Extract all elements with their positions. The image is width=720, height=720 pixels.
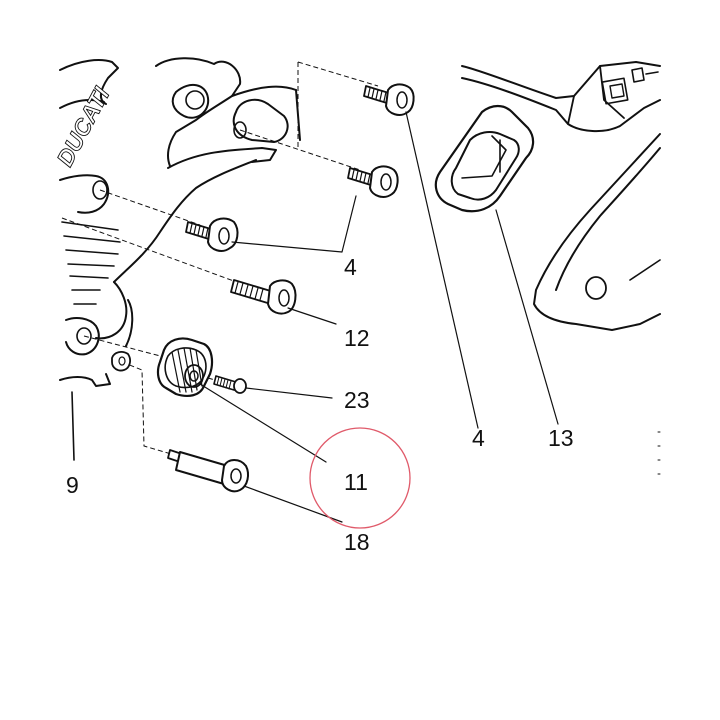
assembly-dash-lines <box>61 61 379 457</box>
callout-13: 13 <box>548 425 574 451</box>
callout-11: 11 <box>344 469 368 495</box>
part-4-bolt-top <box>363 83 415 116</box>
part-4-bolt-left <box>185 217 239 252</box>
part-11-bushing <box>156 337 214 397</box>
callout-12: 12 <box>344 325 370 351</box>
frame-bracket <box>461 61 661 331</box>
brand-watermark: DUCATI <box>51 82 114 170</box>
callout-18: 18 <box>344 529 370 555</box>
callout-4-left: 4 <box>344 254 357 280</box>
part-4-bolt-mid <box>347 165 399 198</box>
callout-23: 23 <box>344 387 370 413</box>
part-13-grommet <box>434 104 535 213</box>
edge-ticks <box>657 431 661 475</box>
callout-4-right: 4 <box>472 425 485 451</box>
part-23-screw <box>213 375 247 394</box>
part-12-bolt <box>230 279 297 315</box>
highlight-circle <box>309 427 411 529</box>
small-washer <box>111 351 131 372</box>
callout-9: 9 <box>66 472 79 498</box>
leader-lines <box>199 111 559 523</box>
part-18-pin <box>167 449 249 493</box>
